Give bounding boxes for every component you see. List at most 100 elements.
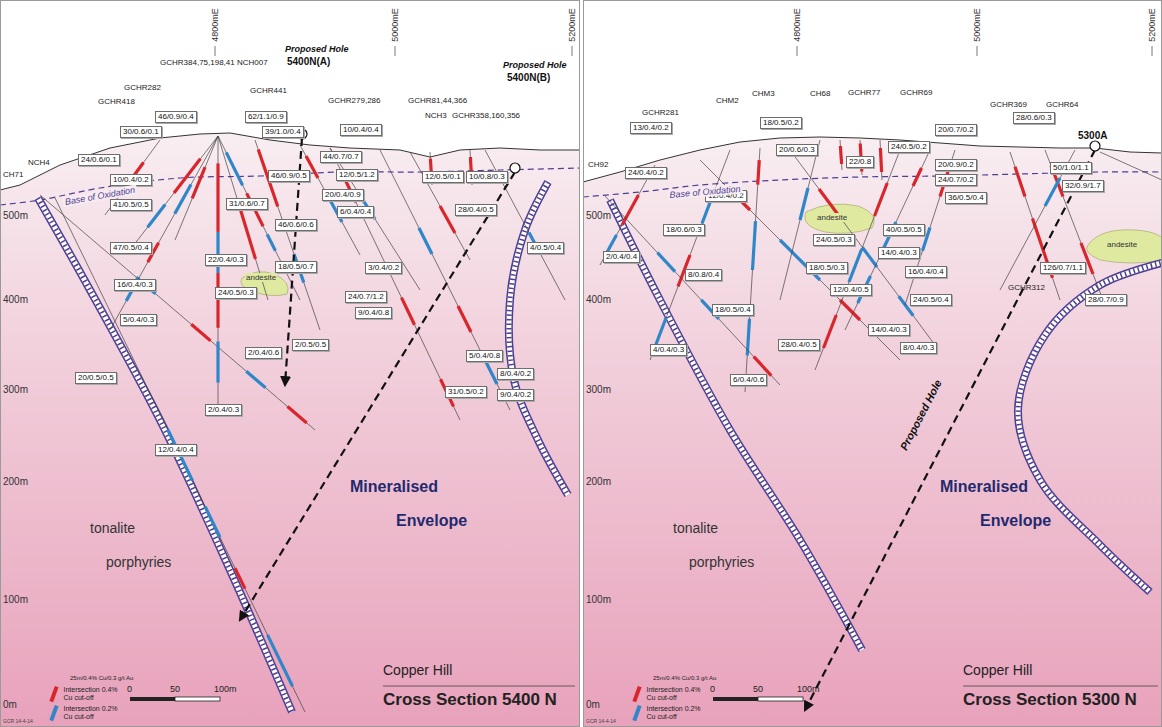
intersection-value: 4/0.4/0.3 <box>653 345 684 355</box>
envelope-boundary <box>610 200 862 650</box>
intersection-label: 41/0.5/0.5 <box>110 199 152 211</box>
rock-label: tonalite <box>673 520 718 536</box>
legend-text: Intersection 0.2% Cu cut-off <box>64 705 126 721</box>
easting-label: 5000mE <box>972 8 982 42</box>
intersection-segment <box>800 188 808 220</box>
envelope-boundary <box>610 200 862 650</box>
intersection-label: 10/0.8/0.3 <box>466 171 508 183</box>
intersection-label: 12/0.4/0.5 <box>830 284 872 296</box>
ground-surface <box>0 133 580 190</box>
rock-label: andesite <box>245 273 277 282</box>
proposed-hole-id: 5300A <box>1078 130 1107 142</box>
rock-label: porphyries <box>689 554 754 570</box>
intersection-segment <box>216 163 219 232</box>
section-panel <box>583 1 1162 727</box>
legend-item: Intersection 0.2% Cu cut-off <box>635 705 709 721</box>
drill-hole <box>380 150 510 410</box>
intersection-segment <box>216 232 219 273</box>
intersection-label: 4/0.5/0.4 <box>527 242 564 254</box>
intersection-value: 4/0.5/0.4 <box>530 243 561 253</box>
intersection-label: 10/0.4/0.4 <box>340 124 382 136</box>
scale-label: 0 <box>127 684 132 694</box>
intersection-segment <box>419 228 432 254</box>
andesite-body <box>805 204 874 233</box>
intersection-value: 20/0.4/0.9 <box>325 190 361 200</box>
drillhole-name: GCHR282 <box>124 83 161 92</box>
intersection-label: 12/0.5/0.1 <box>422 171 464 183</box>
intersection-segment <box>880 148 881 172</box>
intersection-value: 16/0.4/0.3 <box>117 280 153 290</box>
intersection-label: 22/0.8 <box>846 156 874 168</box>
elevation-label: 500m <box>586 210 611 222</box>
intersection-value: 8/0.4/0.3 <box>903 343 934 353</box>
intersection-label: 18/0.5/0.7 <box>275 261 317 273</box>
scale-label: 50 <box>170 684 180 694</box>
intersection-label: 6/0.4/0.6 <box>730 374 767 386</box>
intersection-value: 30/0.6/0.1 <box>123 127 159 137</box>
intersection-label: 50/1.0/1.1 <box>1050 162 1092 174</box>
intersection-value: 24/0.7/1.2 <box>348 292 384 302</box>
drillhole-name: GCHR384,75,198,41 NCH007 <box>160 58 268 67</box>
drillhole-name: GCHR281 <box>642 108 679 117</box>
intersection-segment <box>246 371 265 387</box>
intersection-label: 16/0.4/0.3 <box>114 279 156 291</box>
intersection-label: 20/0.9/0.2 <box>935 159 977 171</box>
intersection-value: 2/0.4/0.4 <box>606 252 637 262</box>
intersection-segment <box>863 248 878 268</box>
section-panel <box>0 1 580 727</box>
elevation-label: 0m <box>3 699 17 711</box>
proposed-hole-label: Proposed Hole <box>285 44 349 54</box>
intersection-value: 18/0.5/0.2 <box>763 118 799 128</box>
drill-hole <box>815 150 900 370</box>
intersection-value: 14/0.4/0.3 <box>881 248 917 258</box>
intersection-segment <box>216 273 219 328</box>
intersection-value: 9/0.4/0.8 <box>358 308 389 318</box>
intersection-value: 9/0.4/0.2 <box>500 390 531 400</box>
section-title: Copper Hill <box>383 662 452 678</box>
rock-label: porphyries <box>106 554 171 570</box>
zone-label: Mineralised <box>940 478 1028 496</box>
intersection-value: 46/0.9/0.5 <box>271 171 307 181</box>
easting-label: 5200mE <box>1147 8 1157 42</box>
intersection-segment <box>753 221 756 270</box>
drillhole-name: GCHR69 <box>900 88 932 97</box>
drillhole-name: CH68 <box>810 89 830 98</box>
intersection-segment <box>780 240 820 280</box>
elevation-label: 200m <box>586 476 611 488</box>
drillhole-name: NCH4 <box>28 158 50 167</box>
intersection-segment <box>622 195 639 225</box>
drillhole-name: CH92 <box>588 160 608 169</box>
grid-tick <box>797 46 798 56</box>
intersection-segment <box>658 253 676 272</box>
intersection-value: 22/0.4/0.3 <box>208 255 244 265</box>
intersection-segment <box>205 506 220 537</box>
elevation-label: 100m <box>586 594 611 606</box>
intersection-label: 2/0.5/0.5 <box>292 339 329 351</box>
intersection-value: 62/1.1/0.9 <box>248 112 284 122</box>
intersection-segment <box>440 206 455 233</box>
envelope-boundary <box>1018 262 1162 592</box>
drill-hole <box>175 136 218 240</box>
intersection-segment <box>754 357 772 376</box>
intersection-segment <box>402 298 415 325</box>
intersection-value: 12/0.4/0.5 <box>833 285 869 295</box>
intersection-segment <box>216 342 219 383</box>
intersection-value: 50/1.0/1.1 <box>1053 163 1089 173</box>
drillhole-name: GCHR64 <box>1046 100 1078 109</box>
envelope-boundary <box>38 198 292 712</box>
intersection-segment <box>241 210 256 259</box>
intersection-value: 28/0.7/0.9 <box>1088 295 1124 305</box>
drillhole-name: GCHR369 <box>990 100 1027 109</box>
drill-hole <box>110 136 218 330</box>
intersection-segment <box>824 315 837 348</box>
intersection-label: 2/0.4/0.6 <box>245 347 282 359</box>
intersection-segment <box>192 167 205 198</box>
drill-hole <box>840 140 842 170</box>
intersection-segment <box>840 146 841 164</box>
intersection-value: 5/0.4/0.8 <box>469 351 500 361</box>
intersection-label: 13/0.4/0.2 <box>630 122 672 134</box>
intersection-segment <box>175 185 191 214</box>
easting-label: 4800mE <box>210 8 220 42</box>
drillhole-name: NCH3 <box>425 111 447 120</box>
